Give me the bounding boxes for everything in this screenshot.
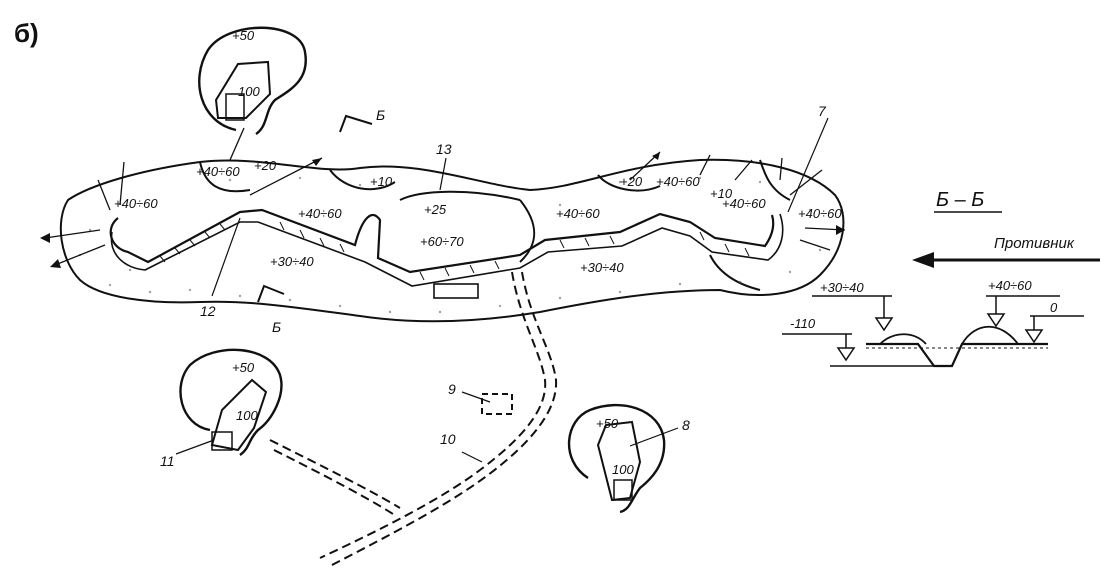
pit-left (179, 348, 283, 456)
elev-f: +40÷60 (798, 206, 842, 221)
trench-hatching (159, 221, 750, 281)
section-level-0: 0 (1050, 300, 1058, 315)
elev-c: +40÷60 (556, 206, 600, 221)
elev-b: +40÷60 (298, 206, 342, 221)
pit-right (567, 403, 666, 514)
item-number-9: 9 (448, 381, 456, 397)
panel-label: б) (14, 18, 39, 48)
firing-arrowheads (40, 152, 845, 268)
dugout-9 (481, 393, 513, 415)
elev-3040-b: +30÷40 (580, 260, 624, 275)
enemy-label: Противник (994, 235, 1075, 252)
pit-left-inner-mark: 100 (236, 408, 258, 423)
communication-trenches (269, 271, 558, 567)
trench (109, 208, 784, 287)
elev-10: +10 (370, 174, 393, 189)
elev-a: +40÷60 (196, 164, 240, 179)
item-number-12: 12 (200, 303, 216, 319)
elevation-labels: +40÷60 +40÷60 +20 +10 +40÷60 +25 +60÷70 … (114, 158, 842, 275)
elev-10-b: +10 (710, 186, 733, 201)
section-ground-profile (866, 342, 1048, 368)
section-parapet-left (879, 333, 927, 345)
pit-right-inner-mark: 100 (612, 462, 634, 477)
section-parapet-right (961, 325, 1019, 345)
elev-e: +40÷60 (722, 196, 766, 211)
enemy-arrowhead (912, 252, 934, 268)
elev-left: +40÷60 (114, 196, 158, 211)
pit-right-outer-mark: +50 (596, 416, 619, 431)
elev-20-a: +20 (254, 158, 277, 173)
item-number-7: 7 (818, 103, 827, 119)
item-number-11: 11 (160, 453, 175, 469)
section-view: Б – Б Противник +30÷40 +40÷60 0 -110 (782, 189, 1100, 368)
section-mark-bottom: Б (272, 319, 281, 335)
elev-25: +25 (424, 202, 447, 217)
item-number-8: 8 (682, 417, 690, 433)
section-title: Б – Б (936, 189, 984, 211)
trench-shelter (433, 283, 479, 299)
pit-top (198, 26, 307, 135)
pit-top-outer-mark: +50 (232, 28, 255, 43)
elev-6070: +60÷70 (420, 234, 464, 249)
section-mark-top: Б (376, 107, 385, 123)
section-level-4060: +40÷60 (988, 278, 1032, 293)
item-number-10: 10 (440, 431, 456, 447)
section-line-marker (257, 114, 373, 303)
ground-stipple (78, 176, 822, 314)
pit-left-outer-mark: +50 (232, 360, 255, 375)
section-level-110: -110 (790, 316, 816, 331)
elev-20-b: +20 (620, 174, 643, 189)
elev-d: +40÷60 (656, 174, 700, 189)
section-level-3040: +30÷40 (820, 280, 864, 295)
leader-lines (175, 117, 829, 463)
elev-3040-a: +30÷40 (270, 254, 314, 269)
embankment-outline (59, 158, 845, 323)
pit-top-inner-mark: 100 (238, 84, 260, 99)
item-number-13: 13 (436, 141, 452, 157)
